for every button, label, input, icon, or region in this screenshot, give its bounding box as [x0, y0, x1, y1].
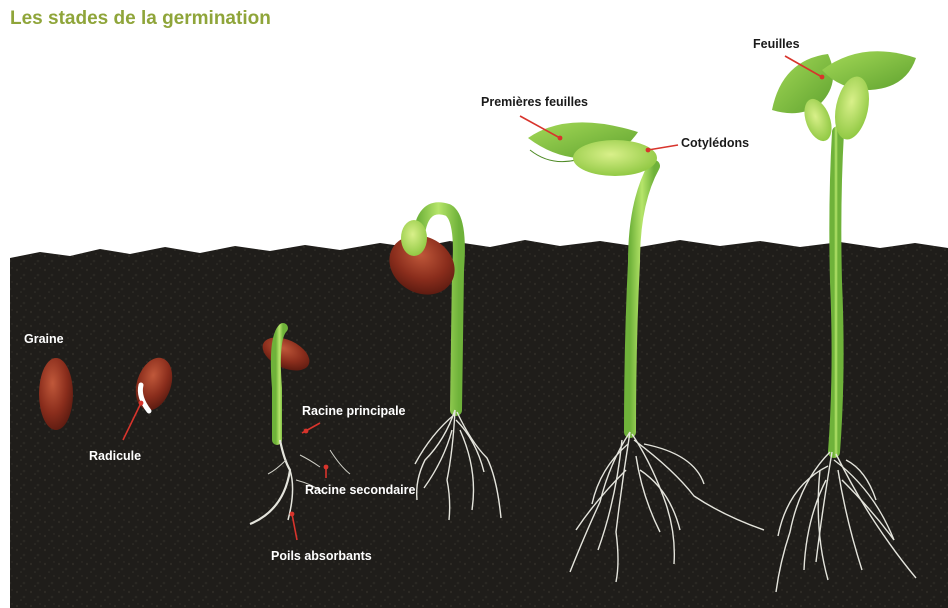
- seedling-stage5: [528, 122, 765, 583]
- label-premieres-feuilles: Premières feuilles: [481, 95, 589, 109]
- label-racine-principale: Racine principale: [302, 404, 406, 418]
- seed-stage2: [135, 357, 173, 414]
- seedling-stage4: [389, 202, 502, 521]
- pointer-dots: [138, 74, 825, 517]
- label-racine-secondaire: Racine secondaire: [305, 483, 416, 497]
- seedling-stage3: [249, 323, 351, 526]
- pointer-radicule: [122, 402, 142, 441]
- pointer-feuilles: [784, 55, 823, 78]
- figure-title: Les stades de la germination: [10, 8, 271, 29]
- seedling-stage6: [772, 51, 917, 593]
- pointer-poils-absorbants: [291, 513, 298, 541]
- seed-stage1: [39, 358, 73, 430]
- pointer-cotyledons: [647, 144, 679, 151]
- label-feuilles: Feuilles: [753, 37, 800, 51]
- label-poils-absorbants: Poils absorbants: [271, 549, 372, 563]
- label-graine: Graine: [24, 332, 64, 346]
- label-cotyledons: Cotylédons: [681, 136, 750, 150]
- pointer-premieres-feuilles: [519, 115, 561, 139]
- label-radicule: Radicule: [89, 449, 142, 463]
- soil: [10, 240, 948, 608]
